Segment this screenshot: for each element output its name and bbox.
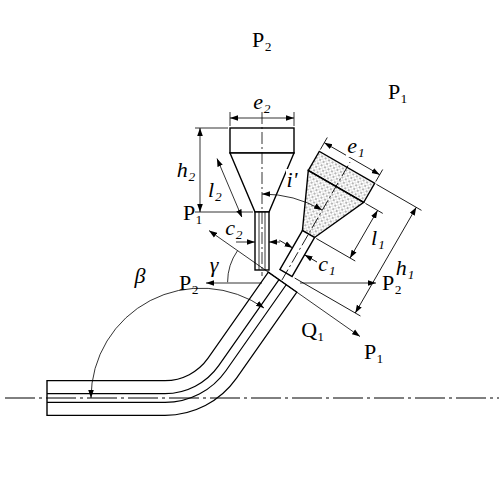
dimension-label: c₂ [224, 217, 243, 239]
dimension-label: i' [286, 169, 299, 191]
inclined-die [254, 137, 429, 322]
dimension-label: P₁ [363, 341, 385, 363]
dimension-label: P₁ [182, 202, 204, 224]
dimension-label: P₁ [387, 81, 409, 103]
dimension-label: P₂ [251, 29, 273, 51]
dimension-label: P₂ [381, 272, 403, 294]
dimension-label: l₁ [370, 227, 386, 249]
dimension-label: e₁ [346, 135, 365, 157]
dimension-label: β [134, 265, 147, 287]
dimension-label: c₁ [317, 253, 336, 275]
dimension-label: P₂ [178, 272, 200, 294]
bent-tube [47, 272, 297, 416]
dimension-label: l₂ [207, 179, 223, 201]
dimension-label: Q₁ [300, 319, 326, 341]
axis-line [5, 398, 499, 399]
dimension-label: e₂ [252, 91, 271, 113]
dimension-label: γ [209, 254, 220, 276]
dimension-lines [91, 112, 376, 398]
dimension-label: h₂ [176, 159, 197, 181]
